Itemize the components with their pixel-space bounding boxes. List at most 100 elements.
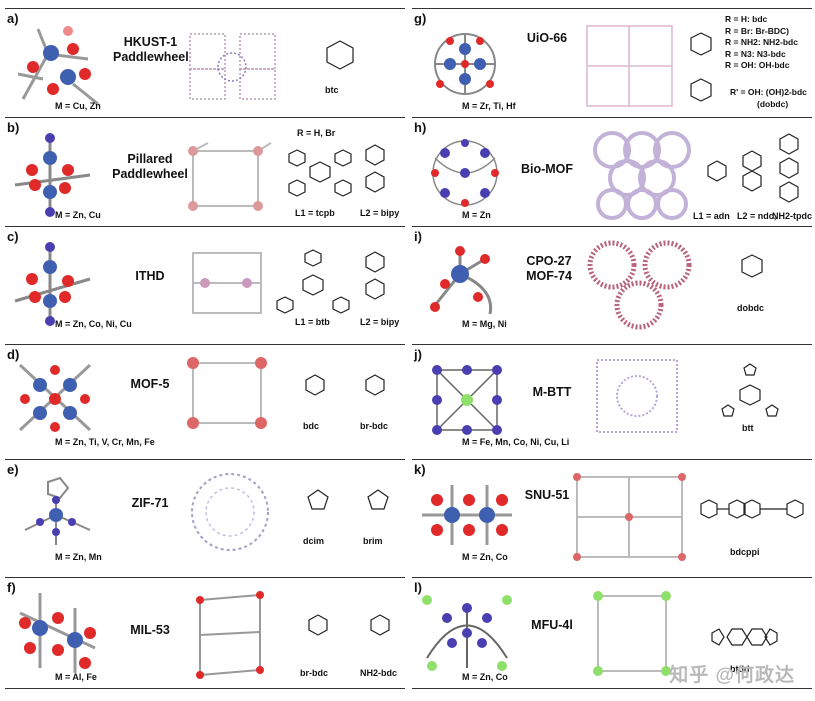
mof-name: HKUST-1 Paddlewheel <box>113 35 189 64</box>
mof-name: MIL-53 <box>130 623 170 637</box>
mof-name: CPO-27 MOF-74 <box>526 254 572 283</box>
cluster-image <box>14 133 91 217</box>
panel-i: i) CPO-27 MOF-74 dobdc M = Mg, Ni <box>412 226 812 335</box>
ligand-structure <box>308 614 328 636</box>
panel-c: c) ITHD L1 = btb L2 = bipy M = Zn, Co, N… <box>5 226 405 335</box>
ligand-label: dcim <box>303 536 325 546</box>
r-group-item: R = Br: Br-BDC) <box>725 25 789 36</box>
ligand-structure <box>700 499 804 519</box>
mof-name: Pillared Paddlewheel <box>112 152 188 181</box>
panel-label: a) <box>7 11 19 26</box>
panel-label: l) <box>414 580 422 595</box>
cluster-image <box>18 363 92 432</box>
cluster-image <box>17 26 99 106</box>
framework-image <box>596 359 678 433</box>
ligand-label: L1 = adn <box>693 211 730 221</box>
ligand-structure <box>305 374 325 396</box>
ligand-label: L2 = bipy <box>360 317 400 327</box>
cluster-image <box>430 246 493 315</box>
ligand-label: bdcppi <box>730 547 760 557</box>
metal-list: M = Zn, Mn <box>55 552 102 562</box>
ligand-label: L1 = tcpb <box>295 208 335 218</box>
ligand-label: dobdc <box>737 303 764 313</box>
panel-b: b) Pillared Paddlewheel R = H, Br L1 = t… <box>5 117 405 226</box>
ligand-structure <box>276 249 350 314</box>
metal-list: M = Zn, Co, Ni, Cu <box>55 319 132 329</box>
mof-name: ZIF-71 <box>131 496 169 510</box>
cluster-image <box>24 476 91 545</box>
ligand-label: btt <box>742 423 754 433</box>
mof-name: UiO-66 <box>526 31 568 45</box>
metal-list: M = Zn, Cu <box>55 210 101 220</box>
cluster-image <box>431 139 499 207</box>
panel-j: j) M-BTT btt M = Fe, Mn, Co, Ni, Cu, Li <box>412 344 812 453</box>
mof-name: ITHD <box>135 269 165 283</box>
ligand-label: bdc <box>303 421 320 431</box>
ligand-label: L2 = ndc, <box>737 211 777 221</box>
framework-image <box>191 473 269 551</box>
metal-list: M = Zn, Ti, V, Cr, Mn, Fe <box>55 437 155 447</box>
ligand-structure <box>690 32 712 56</box>
r-group-list: R = H: bdc R = Br: Br-BDC) R = NH2: NH2-… <box>725 14 798 72</box>
ligand-label: br-bdc <box>360 421 388 431</box>
panel-label: k) <box>414 462 426 477</box>
ligand-structure <box>721 363 779 417</box>
r-prime-label: R' = OH: (OH)2-bdc <box>730 87 807 97</box>
r-group-label: R = H, Br <box>297 128 336 138</box>
cluster-image <box>422 595 512 671</box>
metal-list: M = Zn <box>462 210 491 220</box>
metal-list: M = Fe, Mn, Co, Ni, Cu, Li <box>462 437 570 447</box>
ligand-structure <box>742 150 762 192</box>
panel-k: k) SNU-51 bdcppi M = Zn, Co <box>412 459 812 568</box>
ligand-structure <box>370 614 390 636</box>
mof-name: MOF-5 <box>130 377 170 391</box>
panel-label: d) <box>7 347 20 362</box>
cluster-image <box>14 242 91 326</box>
panel-l: l) MFU-4l btdd M = Zn, Co <box>412 577 812 689</box>
panel-label: i) <box>414 229 422 244</box>
metal-list: M = Cu, Zn <box>55 101 101 111</box>
metal-list: M = Zn, Co <box>462 552 508 562</box>
panel-label: h) <box>414 120 427 135</box>
cluster-image <box>19 593 96 673</box>
framework-image <box>586 25 673 107</box>
metal-list: M = Zn, Co <box>462 672 508 682</box>
r-group-item: R = N3: N3-bdc <box>725 48 786 59</box>
r-group-item: R = OH: OH-bdc <box>725 60 790 70</box>
mof-name: M-BTT <box>532 385 572 399</box>
ligand-structure <box>326 40 354 70</box>
ligand-structure <box>367 489 389 510</box>
panel-g: g) UiO-66 R = H: bdc R = Br: Br-BDC) R =… <box>412 8 812 117</box>
panel-label: j) <box>414 347 422 362</box>
ligand-label: NH2-tpdc <box>772 211 812 221</box>
ligand-structure <box>779 133 799 203</box>
panel-label: g) <box>414 11 427 26</box>
framework-image <box>196 591 264 679</box>
ligand-structure <box>288 149 352 197</box>
framework-image <box>593 591 671 676</box>
mof-name: MFU-4l <box>531 618 573 632</box>
panel-label: b) <box>7 120 20 135</box>
panel-e: e) ZIF-71 dcim brim M = Zn, Mn <box>5 459 405 568</box>
panel-a: a) HKUST-1 Paddlewheel btc M = Cu, Zn <box>5 8 405 117</box>
framework-image <box>189 33 276 100</box>
ligand-structure <box>711 628 778 646</box>
r-group-item: R = NH2: NH2-bdc <box>725 37 798 47</box>
ligand-structure <box>365 374 385 396</box>
panel-label: c) <box>7 229 19 244</box>
panel-d: d) MOF-5 bdc br-bdc M = Zn, Ti, V, Cr, M… <box>5 344 405 453</box>
framework-image <box>587 240 692 330</box>
framework-image <box>187 357 267 429</box>
ligand-label: brim <box>363 536 383 546</box>
framework-image <box>593 131 691 220</box>
ligand-label: btdd <box>730 664 750 674</box>
ligand-label: btc <box>325 85 339 95</box>
r-prime-name: (dobdc) <box>757 99 789 109</box>
bipy-structure <box>365 251 385 300</box>
mof-name: SNU-51 <box>524 488 570 502</box>
ligand-label: br-bdc <box>300 668 328 678</box>
panel-label: e) <box>7 462 19 477</box>
framework-image <box>573 473 686 561</box>
framework-image <box>188 142 272 211</box>
panel-h: h) Bio-MOF L1 = adn L2 = ndc, NH2-tpdc M… <box>412 117 812 226</box>
